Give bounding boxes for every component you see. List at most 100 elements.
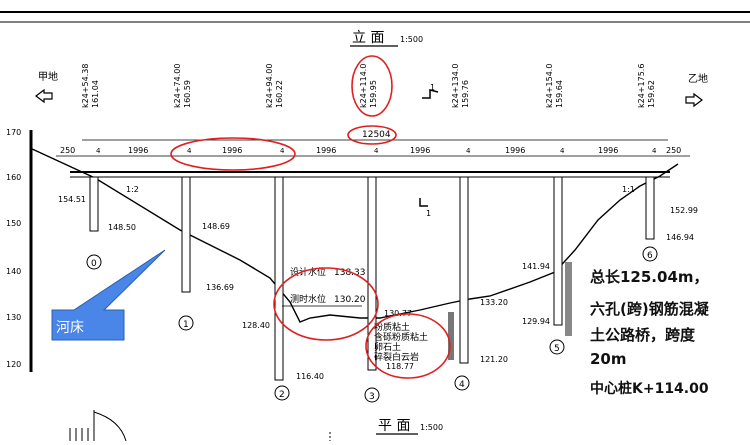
elev-p5-top: 141.94 xyxy=(522,262,550,271)
strata-hatch-left xyxy=(448,312,454,360)
elevation-scale: 1:500 xyxy=(400,35,423,44)
elev-p3-bottom: 118.77 xyxy=(386,362,414,371)
y-axis: 170 160 150 140 130 120 xyxy=(6,128,33,372)
left-arrow-icon xyxy=(35,88,53,104)
span-dim-7: 4 xyxy=(374,147,379,155)
elev-p2-ground: 128.40 xyxy=(242,321,270,330)
survey-water-value: 130.20 xyxy=(334,295,366,305)
pier-0 xyxy=(89,176,99,232)
stake-elev-5: 159.64 xyxy=(555,80,564,108)
pier-1 xyxy=(181,176,191,293)
stake-station-0: k24+54.38 xyxy=(81,64,90,108)
elev-p4-bottom: 121.20 xyxy=(480,355,508,364)
pier-number-6: 6 xyxy=(647,251,653,261)
span-dim-4: 1996 xyxy=(222,146,242,155)
stake-labels: k24+54.38 161.04 k24+74.00 160.59 k24+94… xyxy=(81,64,656,108)
y-tick-140: 140 xyxy=(6,267,21,276)
elev-p0-bottom: 148.50 xyxy=(108,223,136,232)
pier-number-0: 0 xyxy=(91,259,97,269)
y-tick-150: 150 xyxy=(6,219,21,228)
annotation-span xyxy=(170,137,296,171)
section-mark-bottom: 1 xyxy=(419,198,431,218)
pier-6 xyxy=(645,176,655,240)
pier-number-4: 4 xyxy=(459,380,465,390)
section-mark-top-label: 1 xyxy=(430,83,435,92)
span-dim-11: 4 xyxy=(560,147,565,155)
elev-p3-ground: 130.77 xyxy=(384,309,412,318)
y-tick-130: 130 xyxy=(6,313,21,322)
span-dim-6: 1996 xyxy=(316,146,336,155)
span-dimension-labels: 250 4 1996 4 1996 4 1996 4 1996 4 1996 4… xyxy=(60,146,681,155)
elev-p1-bottom: 136.69 xyxy=(206,283,234,292)
y-tick-170: 170 xyxy=(6,128,21,137)
span-dim-5: 4 xyxy=(280,147,285,155)
riverbed-callout: 河床 xyxy=(51,249,166,341)
stake-station-2: k24+94.00 xyxy=(265,64,274,108)
stake-station-3: k24+114.0 xyxy=(359,64,368,108)
note-center-pile: 中心桩K+114.00 xyxy=(590,381,709,397)
span-dim-13: 4 xyxy=(652,147,657,155)
strata-2: 卵石土 xyxy=(374,341,401,353)
left-end-label: 甲地 xyxy=(38,70,58,83)
elevation-title: 立 面 xyxy=(352,30,384,46)
plan-fragment xyxy=(69,410,331,442)
elev-p6-bottom: 146.94 xyxy=(666,233,694,242)
terrain-profile xyxy=(29,147,679,323)
strata-0: 粉质粘土 xyxy=(374,321,410,333)
note-desc-line3: 20m xyxy=(590,350,627,368)
stake-station-5: k24+154.0 xyxy=(545,64,554,108)
water-levels: 设计水位 138.33 测时水位 130.20 xyxy=(282,266,366,307)
span-dim-3: 4 xyxy=(187,147,192,155)
span-dim-2: 1996 xyxy=(128,146,148,155)
strata-1: 含砾粉质粘土 xyxy=(374,331,428,343)
span-dim-10: 1996 xyxy=(505,146,525,155)
total-dimension: 12504 xyxy=(362,130,391,140)
red-annotations xyxy=(170,55,451,379)
stake-station-6: k24+175.6 xyxy=(637,64,646,108)
plan-scale: 1:500 xyxy=(420,423,443,432)
pier-number-markers: 0 1 2 3 4 5 6 xyxy=(86,246,658,403)
strata-labels: 粉质粘土 含砾粉质粘土 卵石土 碎裂白云岩 xyxy=(374,321,428,363)
plan-title: 平 面 xyxy=(378,418,410,434)
strata-3: 碎裂白云岩 xyxy=(374,351,419,363)
stake-elev-4: 159.76 xyxy=(461,80,470,108)
pier-number-3: 3 xyxy=(369,392,375,402)
note-desc-line1: 六孔(跨)钢筋混凝 xyxy=(590,300,709,318)
riverbed-label: 河床 xyxy=(56,320,84,336)
elev-p0-top: 154.51 xyxy=(58,195,86,204)
span-dim-1: 4 xyxy=(96,147,101,155)
span-dim-14: 250 xyxy=(666,146,681,155)
elev-p1: 148.69 xyxy=(202,222,230,231)
pier-3 xyxy=(367,176,377,371)
elev-p2-bottom: 116.40 xyxy=(296,372,324,381)
annotation-total-length xyxy=(347,125,397,145)
span-dim-8: 1996 xyxy=(410,146,430,155)
elev-p4-ground: 133.20 xyxy=(480,298,508,307)
annotation-strata xyxy=(365,313,451,379)
pier-number-5: 5 xyxy=(554,344,560,354)
note-total-length: 总长125.04m， xyxy=(590,268,709,286)
stake-elev-1: 160.59 xyxy=(183,80,192,108)
y-tick-160: 160 xyxy=(6,173,21,182)
pier-columns xyxy=(89,176,655,381)
span-dim-12: 1996 xyxy=(598,146,618,155)
elev-p6-top: 152.99 xyxy=(670,206,698,215)
design-water-value: 138.33 xyxy=(334,268,366,278)
span-dim-9: 4 xyxy=(466,147,471,155)
slope-right: 1:1 xyxy=(622,185,635,194)
stake-elev-6: 159.62 xyxy=(647,80,656,108)
pier-2 xyxy=(274,176,284,381)
survey-water-label: 测时水位 xyxy=(290,293,326,305)
y-tick-120: 120 xyxy=(6,360,21,369)
slope-left: 1:2 xyxy=(126,185,139,194)
elevation-labels: 154.51 148.50 148.69 136.69 128.40 116.4… xyxy=(58,195,698,381)
pier-5 xyxy=(553,176,563,326)
section-mark-top: 1 xyxy=(422,83,439,99)
section-mark-bottom-label: 1 xyxy=(426,209,431,218)
annotation-center-stake xyxy=(351,55,393,117)
pier-4 xyxy=(459,176,469,364)
note-desc-line2: 土公路桥，跨度 xyxy=(590,326,696,344)
stake-elev-3: 159.95 xyxy=(369,80,378,108)
